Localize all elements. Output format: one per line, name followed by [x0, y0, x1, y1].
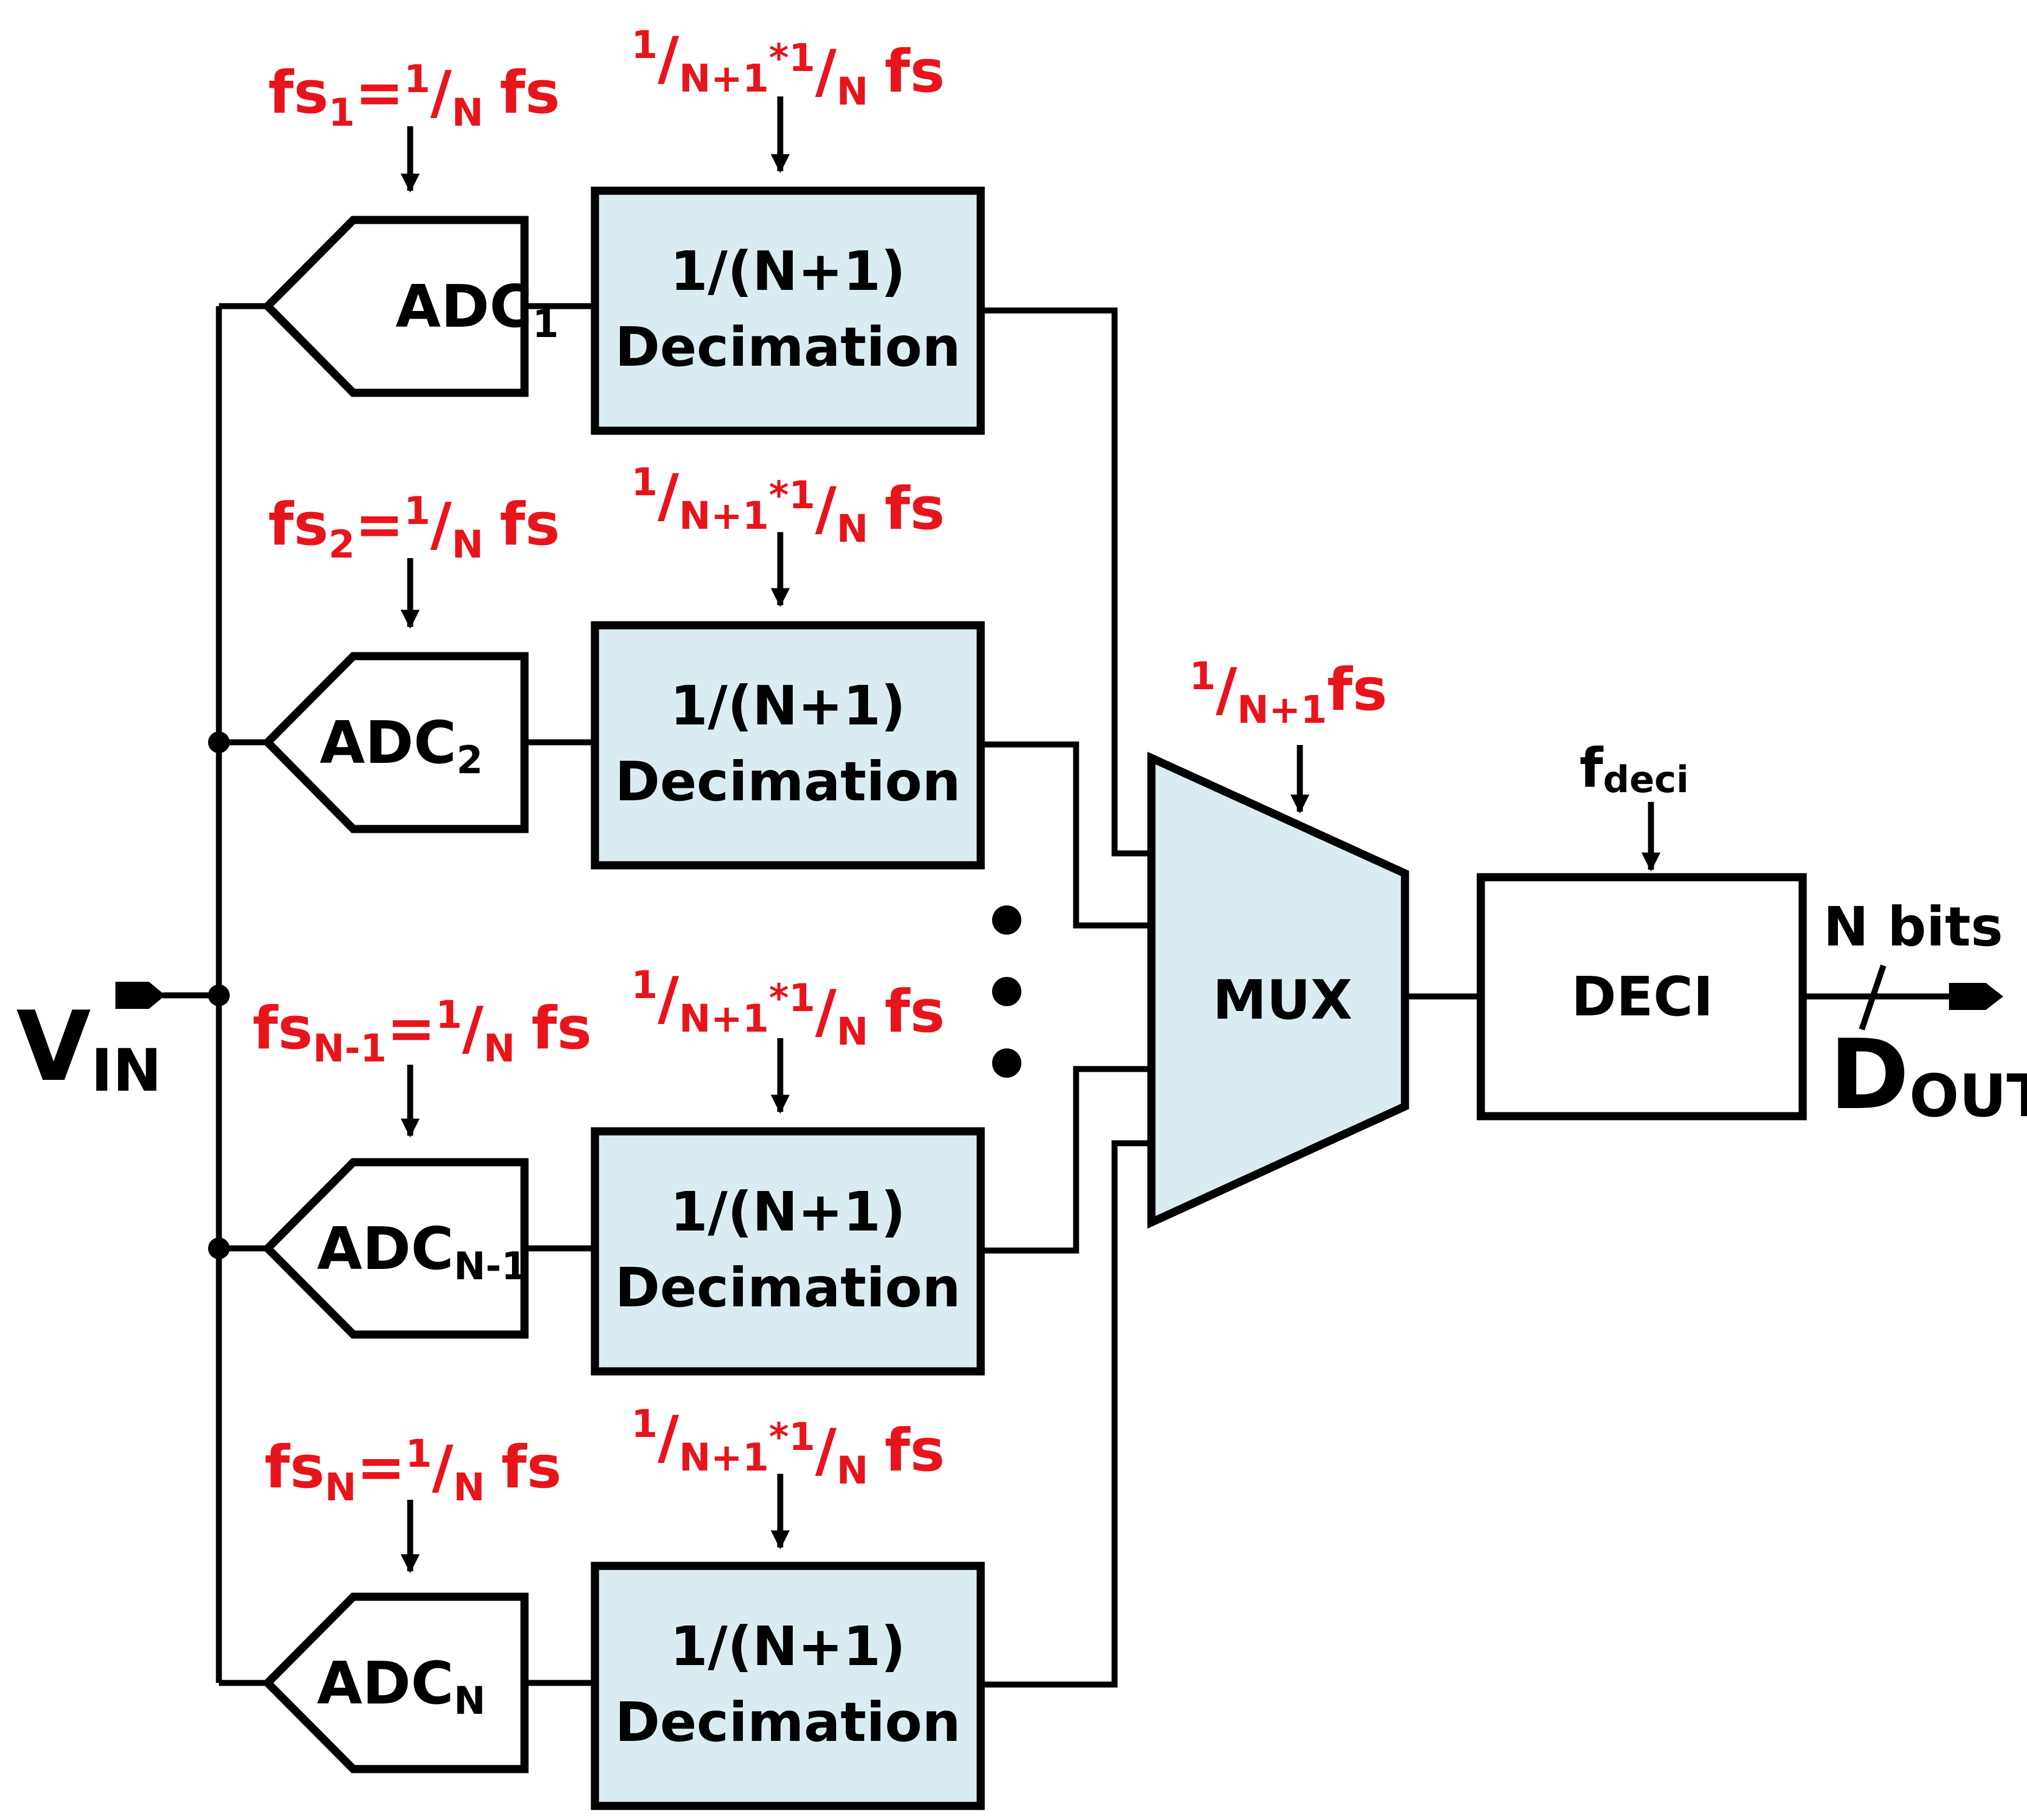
deci-block: [1476, 873, 1807, 1121]
mux-input-wire-3: [981, 1066, 1151, 1254]
decimation-block: [591, 186, 985, 435]
bus-slash-icon: [1858, 964, 1887, 1031]
input-label: VIN: [16, 990, 161, 1105]
deci-label: DECI: [1571, 965, 1713, 1028]
decimation-ratio-label: 1/(N+1): [670, 239, 906, 303]
output-label: DOUT: [1829, 1019, 2027, 1131]
deci-clock-label: fdeci: [1579, 736, 1689, 801]
bus-width-label: N bits: [1823, 895, 2003, 958]
decimation-ratio-label: 1/(N+1): [670, 1615, 906, 1678]
adc-label: ADCN: [317, 1650, 485, 1723]
mux-label: MUX: [1213, 968, 1352, 1032]
ellipsis-dots-icon: [992, 905, 1021, 1078]
decimation-block: [591, 1562, 985, 1810]
mux-input-wire-2: [981, 741, 1151, 929]
adc-label: ADC1: [396, 273, 559, 346]
decimation-label: Decimation: [615, 315, 961, 379]
decimation-block: [591, 621, 985, 870]
decimation-block: [591, 1127, 985, 1376]
decimation-ratio-label: 1/(N+1): [670, 1180, 906, 1243]
mux-input-wire-4: [981, 1140, 1151, 1688]
input-port-icon: [115, 982, 165, 1009]
decimation-ratio-label: 1/(N+1): [670, 674, 906, 737]
mux-block: [1147, 752, 1409, 1229]
mux-clock-label: 1/N+1fs: [1189, 654, 1387, 732]
decimation-label: Decimation: [615, 750, 961, 813]
mux-input-wire-1: [981, 307, 1151, 857]
decimation-label: Decimation: [615, 1691, 961, 1754]
output-port-icon: [1949, 983, 2003, 1010]
adc-label: ADC2: [320, 709, 483, 782]
decimation-label: Decimation: [615, 1256, 961, 1319]
adc-label: ADCN-1: [317, 1215, 528, 1288]
